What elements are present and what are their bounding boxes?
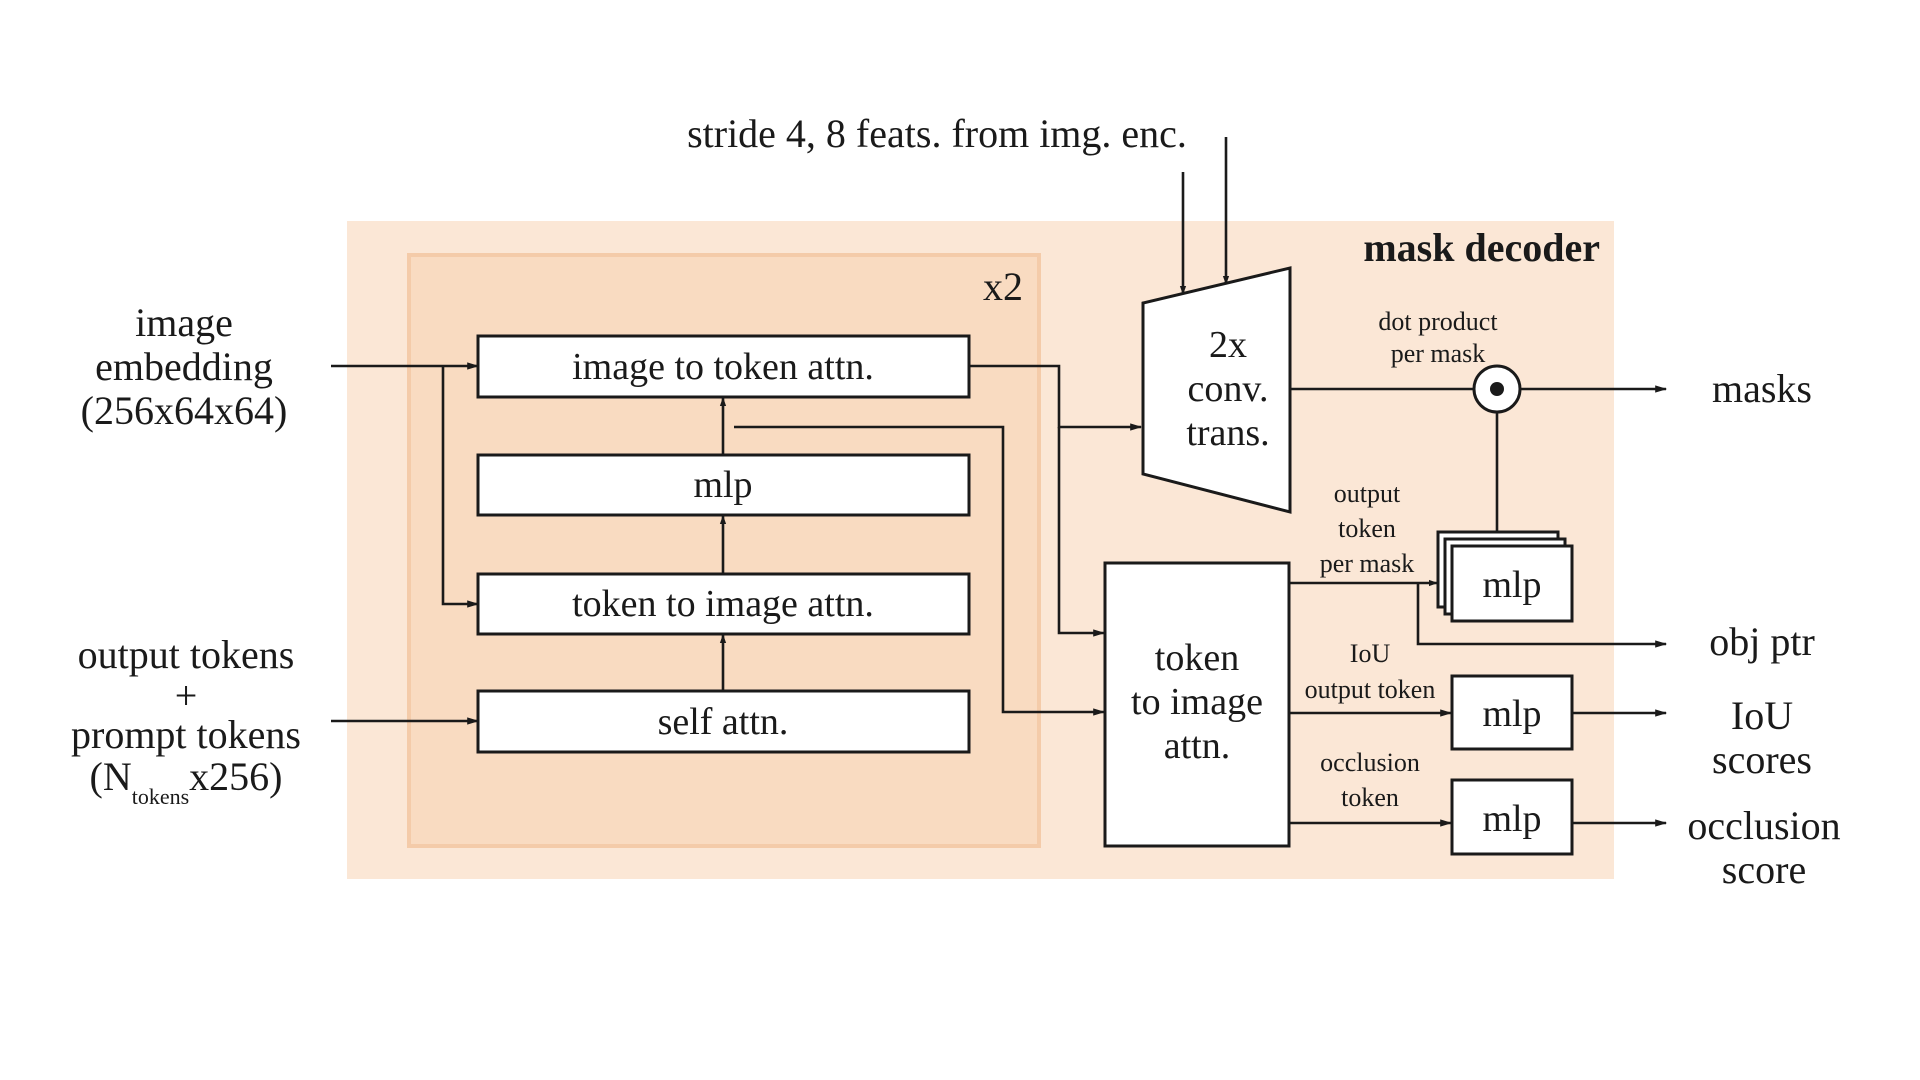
iou-scores-output-label-2: scores: [1712, 737, 1812, 782]
final-attn-line-1: token: [1155, 637, 1239, 679]
image-features-to-conv-arrow: [969, 364, 1143, 431]
mlp-label: mlp: [693, 464, 752, 506]
image-to-token-attn-block: image to token attn.: [476, 334, 971, 399]
iou-token-label-1: IoU: [1350, 639, 1391, 668]
occlusion-mlp-label: mlp: [1482, 798, 1541, 840]
dot-product-operator: [1472, 364, 1522, 414]
top-input-label: stride 4, 8 feats. from img. enc.: [687, 111, 1187, 156]
output-token-label-2: token: [1338, 514, 1396, 543]
self-attn-block: self attn.: [476, 689, 971, 754]
self-attn-label: self attn.: [658, 701, 789, 743]
tokens-line-3: prompt tokens: [71, 712, 301, 757]
token-to-image-attn-block: token to image attn.: [476, 572, 971, 636]
image-embedding-line-1: image: [135, 300, 233, 345]
image-embedding-branch-arrow: [441, 366, 480, 608]
dot-product-label-1: dot product: [1378, 307, 1498, 336]
occlusion-token-label-1: occlusion: [1320, 748, 1420, 777]
output-token-label-1: output: [1334, 479, 1401, 508]
tokens-line-2: +: [175, 673, 198, 718]
mlp-block: mlp: [476, 453, 971, 517]
conv-trans-block: 2x conv. trans.: [1141, 266, 1292, 514]
image-embedding-line-2: embedding: [95, 344, 273, 389]
conv-trans-line-3: trans.: [1186, 412, 1269, 454]
iou-mlp-block: mlp: [1450, 674, 1574, 751]
occlusion-score-output-label-2: score: [1722, 847, 1806, 892]
mask-mlp-label: mlp: [1482, 564, 1541, 606]
image-to-token-attn-label: image to token attn.: [572, 346, 874, 388]
occlusion-token-label-2: token: [1341, 783, 1399, 812]
repeat-label: x2: [983, 264, 1023, 309]
obj-ptr-output-label: obj ptr: [1709, 619, 1815, 664]
iou-scores-output-label-1: IoU: [1731, 693, 1793, 738]
dot-product-label-2: per mask: [1391, 339, 1486, 368]
final-attn-line-3: attn.: [1164, 725, 1230, 767]
tokens-label: output tokens + prompt tokens (Ntokensx2…: [71, 632, 301, 809]
tokens-shape-prefix: (N: [90, 754, 132, 799]
image-embedding-line-3: (256x64x64): [81, 388, 288, 433]
conv-trans-line-2: conv.: [1188, 368, 1269, 410]
token-to-image-attn-label: token to image attn.: [572, 583, 874, 625]
iou-mlp-label: mlp: [1482, 693, 1541, 735]
tokens-to-final-attn-arrow: [734, 425, 1106, 716]
obj-ptr-arrow: [1416, 583, 1668, 648]
image-features-to-final-attn-arrow: [1057, 427, 1106, 637]
final-token-to-image-attn-block: token to image attn.: [1103, 561, 1291, 848]
final-attn-line-2: to image: [1131, 681, 1263, 723]
conv-trans-line-1: 2x: [1209, 324, 1247, 366]
mask-mlp-stack: mlp: [1436, 530, 1574, 623]
iou-token-label-2: output token: [1305, 675, 1436, 704]
tokens-shape-subscript: tokens: [132, 784, 189, 809]
occlusion-score-output-label-1: occlusion: [1687, 803, 1840, 848]
tokens-line-1: output tokens: [78, 632, 295, 677]
panel-title: mask decoder: [1363, 225, 1600, 270]
masks-output-label: masks: [1712, 366, 1812, 411]
output-token-label-3: per mask: [1320, 549, 1415, 578]
tokens-line-4: (Ntokensx256): [90, 754, 283, 809]
occlusion-mlp-block: mlp: [1450, 778, 1574, 856]
image-embedding-label: image embedding (256x64x64): [81, 300, 288, 433]
tokens-shape-suffix: x256): [189, 754, 282, 799]
